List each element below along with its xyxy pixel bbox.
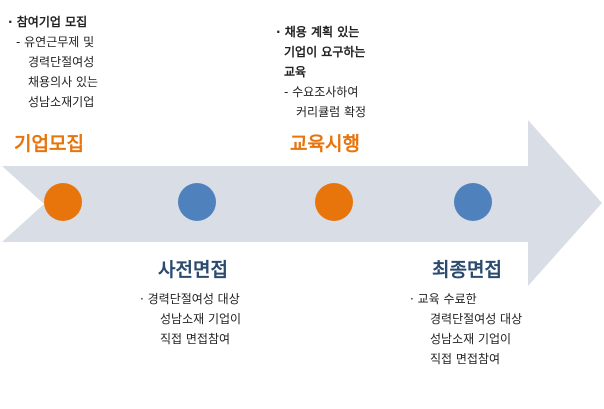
stage-2-line-2: 성남소재 기업이 bbox=[160, 312, 242, 326]
stage-3-line-1: · 채용 계획 있는 bbox=[276, 25, 360, 39]
stage-1-line-3: 경력단절여성 bbox=[28, 55, 95, 69]
stage-2-description: · 경력단절여성 대상 성남소재 기업이 직접 면접참여 bbox=[140, 289, 241, 349]
stage-1-title: 기업모집 bbox=[14, 133, 84, 155]
stage-3-description: · 채용 계획 있는 기업이 요구하는 교육 - 수요조사하여 커리큘럼 확정 bbox=[276, 22, 366, 122]
stage-4-line-1: · 교육 수료한 bbox=[410, 292, 477, 306]
stage-3-line-4: - 수요조사하여 bbox=[284, 85, 359, 99]
stage-4-line-2: 경력단절여성 대상 bbox=[430, 312, 523, 326]
stage-2-line-3: 직접 면접참여 bbox=[160, 332, 231, 346]
stage-1-description: · 참여기업 모집 - 유연근무제 및 경력단절여성 채용의사 있는 성남소재기… bbox=[8, 12, 98, 112]
stage-4-title: 최종면접 bbox=[432, 259, 502, 281]
stage-4-line-4: 직접 면접참여 bbox=[430, 352, 501, 366]
stage-2-dot bbox=[178, 183, 216, 221]
stage-3-line-5: 커리큘럼 확정 bbox=[296, 105, 367, 119]
stage-1-line-1: · 참여기업 모집 bbox=[8, 15, 88, 29]
stage-4-line-3: 성남소재 기업이 bbox=[430, 332, 512, 346]
process-arrow-shape bbox=[2, 120, 602, 286]
stage-4-dot bbox=[454, 183, 492, 221]
stage-3-title: 교육시행 bbox=[290, 133, 360, 155]
stage-1-line-2: - 유연근무제 및 bbox=[16, 35, 95, 49]
stage-1-line-4: 채용의사 있는 bbox=[28, 75, 99, 89]
stage-3-dot bbox=[315, 183, 353, 221]
stage-3-line-3: 교육 bbox=[284, 65, 307, 79]
stage-1-line-5: 성남소재기업 bbox=[28, 95, 95, 109]
stage-4-description: · 교육 수료한 경력단절여성 대상 성남소재 기업이 직접 면접참여 bbox=[410, 289, 522, 369]
stage-2-title: 사전면접 bbox=[158, 259, 228, 281]
stage-1-dot bbox=[44, 183, 82, 221]
stage-2-line-1: · 경력단절여성 대상 bbox=[140, 292, 240, 306]
stage-3-line-2: 기업이 요구하는 bbox=[284, 45, 366, 59]
